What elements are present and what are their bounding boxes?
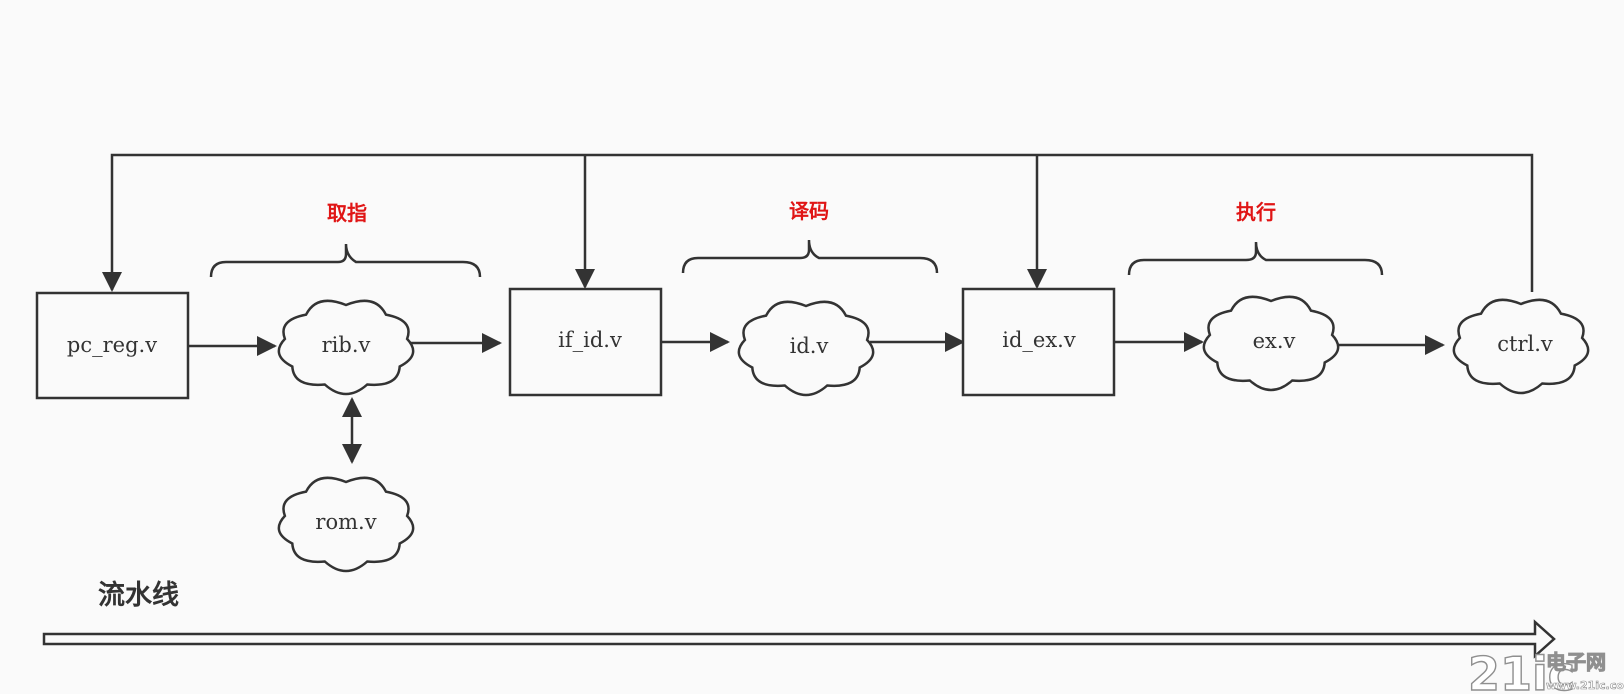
- forward-arrows: [189, 332, 1445, 464]
- rom-label: rom.v: [315, 510, 376, 534]
- feedback-bus: [102, 153, 1534, 292]
- node-id-ex: id_ex.v: [961, 287, 1116, 397]
- rib-label: rib.v: [322, 333, 371, 357]
- node-ex: ex.v: [1202, 295, 1340, 392]
- stage-braces: [209, 239, 1384, 278]
- pipeline-label: 流水线: [98, 580, 179, 611]
- fetch-brace: [209, 243, 482, 278]
- stage-label-execute: 执行: [1236, 200, 1276, 224]
- watermark-sub1: 电子网: [1546, 650, 1606, 674]
- if-id-box: [508, 287, 663, 397]
- watermark-sub2: www.21ic.com: [1546, 679, 1624, 692]
- stage-label-decode: 译码: [789, 199, 829, 223]
- feedback-line-main: [102, 153, 1534, 292]
- node-ctrl: ctrl.v: [1452, 298, 1590, 395]
- if-id-label: if_id.v: [558, 328, 622, 352]
- stage-label-fetch: 取指: [327, 201, 367, 225]
- node-id: id.v: [737, 300, 875, 397]
- ctrl-label: ctrl.v: [1497, 332, 1553, 356]
- node-rib: rib.v: [277, 299, 415, 396]
- pipeline-arrow: [42, 619, 1556, 659]
- execute-brace: [1127, 241, 1384, 276]
- node-if-id: if_id.v: [508, 287, 663, 397]
- watermark-logo: 21ic 电子网 www.21ic.com: [1467, 646, 1624, 694]
- id-cloud-shape: [737, 300, 875, 397]
- pc-reg-label: pc_reg.v: [67, 333, 157, 357]
- pc-reg-box: [35, 291, 190, 400]
- node-rom: rom.v: [277, 476, 415, 573]
- ex-label: ex.v: [1253, 329, 1296, 353]
- rom-cloud-shape: [277, 476, 415, 573]
- ex-cloud-shape: [1202, 295, 1340, 392]
- decode-brace: [681, 239, 939, 274]
- watermark-main: 21ic: [1468, 647, 1575, 694]
- node-pc-reg: pc_reg.v: [35, 291, 190, 400]
- id-ex-label: id_ex.v: [1002, 328, 1076, 352]
- ctrl-cloud-shape: [1452, 298, 1590, 395]
- id-ex-box: [961, 287, 1116, 397]
- rib-cloud-shape: [277, 299, 415, 396]
- id-label: id.v: [790, 334, 829, 358]
